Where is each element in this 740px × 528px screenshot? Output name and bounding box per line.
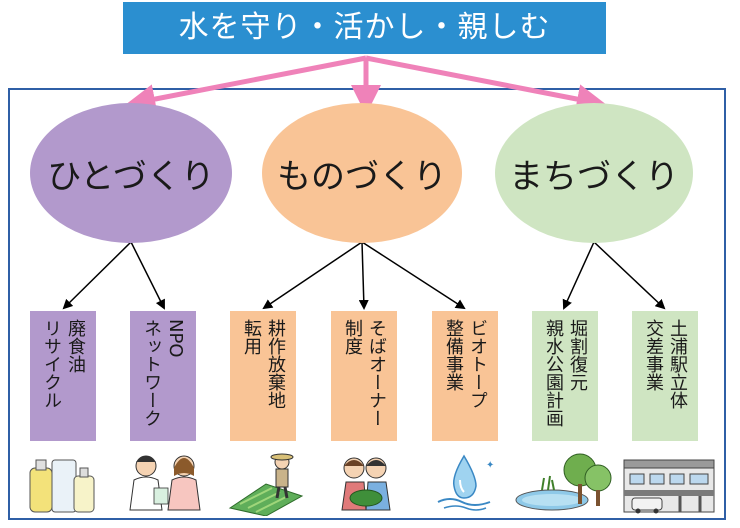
arrow-hito-2: [130, 241, 165, 310]
bottles-illustration: [29, 459, 95, 513]
box-line: 制度: [342, 319, 363, 355]
box-line: リサイクル: [41, 319, 62, 409]
box-line: 転用: [241, 319, 262, 355]
box-line: ビオトープ: [467, 319, 488, 409]
arrow-to-hitozukuri: [125, 55, 367, 114]
box-line: 交差事業: [643, 319, 664, 391]
people-meeting-illustration: [129, 455, 201, 511]
box-haishokuyu-recycle: 廃食油 リサイクル: [30, 311, 96, 441]
box-line: 堀割復元: [567, 319, 588, 391]
category-hitozukuri: ひとづくり: [30, 103, 232, 243]
arrow-mono-1: [262, 241, 363, 310]
title-text: 水を守り・活かし・親しむ: [178, 10, 551, 45]
box-line: ネットワーク: [141, 319, 162, 427]
arrow-machi-1: [562, 241, 595, 310]
box-line: NPO: [165, 319, 186, 358]
box-line: 土浦駅立体: [667, 319, 688, 409]
box-horiwari-fukugen: 堀割復元 親水公園計画: [532, 311, 598, 441]
water-drop-illustration: ✦: [437, 454, 494, 511]
category-machizukuri: まちづくり: [495, 103, 693, 243]
box-line: 整備事業: [443, 319, 464, 391]
svg-text:✦: ✦: [486, 460, 494, 471]
box-line: 耕作放棄地: [265, 319, 286, 409]
category-monozukuri: ものづくり: [262, 103, 462, 243]
arrow-machi-2: [593, 241, 666, 310]
arrow-to-machizukuri: [365, 55, 607, 114]
category-label: まちづくり: [509, 156, 679, 197]
park-pond-illustration: [515, 453, 612, 511]
children-harvest-illustration: [341, 457, 391, 511]
box-soba-owner: そばオーナー 制度: [331, 311, 397, 441]
box-kousaku-houkichi: 耕作放棄地 転用: [230, 311, 296, 441]
category-label: ひとづくり: [47, 156, 215, 197]
category-label: ものづくり: [277, 156, 447, 197]
arrow-mono-3: [361, 241, 466, 310]
station-building-illustration: [623, 459, 715, 514]
box-npo-network: NPO ネットワーク: [130, 311, 196, 441]
box-biotope: ビオトープ 整備事業: [432, 311, 498, 441]
arrow-hito-1: [62, 241, 132, 310]
box-line: 親水公園計画: [543, 319, 564, 427]
arrow-mono-2: [358, 241, 369, 310]
title-banner: 水を守り・活かし・親しむ: [123, 2, 606, 54]
box-line: そばオーナー: [366, 319, 387, 427]
farmer-field-illustration: [228, 453, 304, 516]
box-tsuchiura-station: 土浦駅立体 交差事業: [632, 311, 698, 441]
box-line: 廃食油: [65, 319, 86, 373]
